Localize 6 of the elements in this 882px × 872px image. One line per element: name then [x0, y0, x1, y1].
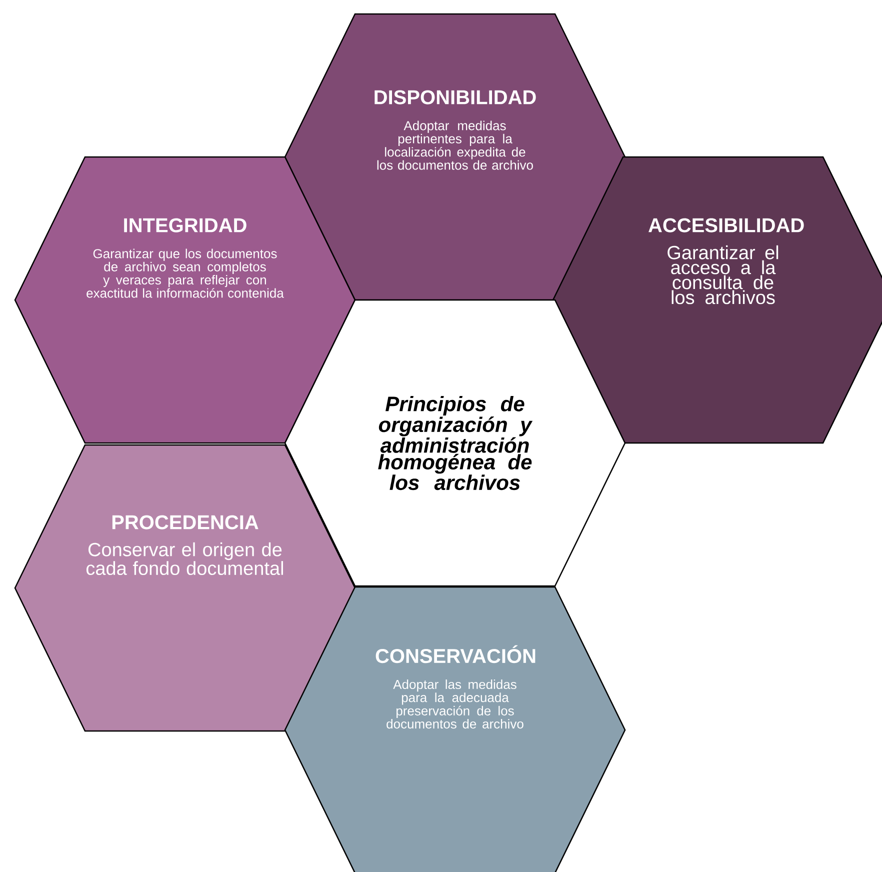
hexagon: CONSERVACIÓN Adoptar las medidas para la adecuada preservación de los documentos de archivo	[284, 586, 626, 872]
hexagon: INTEGRIDAD Garantizar que los documentos de archivo sean completos y veraces para reflejar con exactitud la información contenida	[14, 156, 356, 444]
center-hexagon: Principios de organización y administración homogénea de los archivos	[284, 299, 626, 587]
hexagon: DISPONIBILIDAD Adoptar medidas pertinentes para la localización expedita de los documentos de archivo	[284, 13, 626, 301]
hexagon: PROCEDENCIA Conservar el origen de cada fondo documental	[14, 444, 356, 732]
hexagon: ACCESIBILIDAD Garantizar el acceso a la consulta de los archivos	[552, 156, 882, 444]
